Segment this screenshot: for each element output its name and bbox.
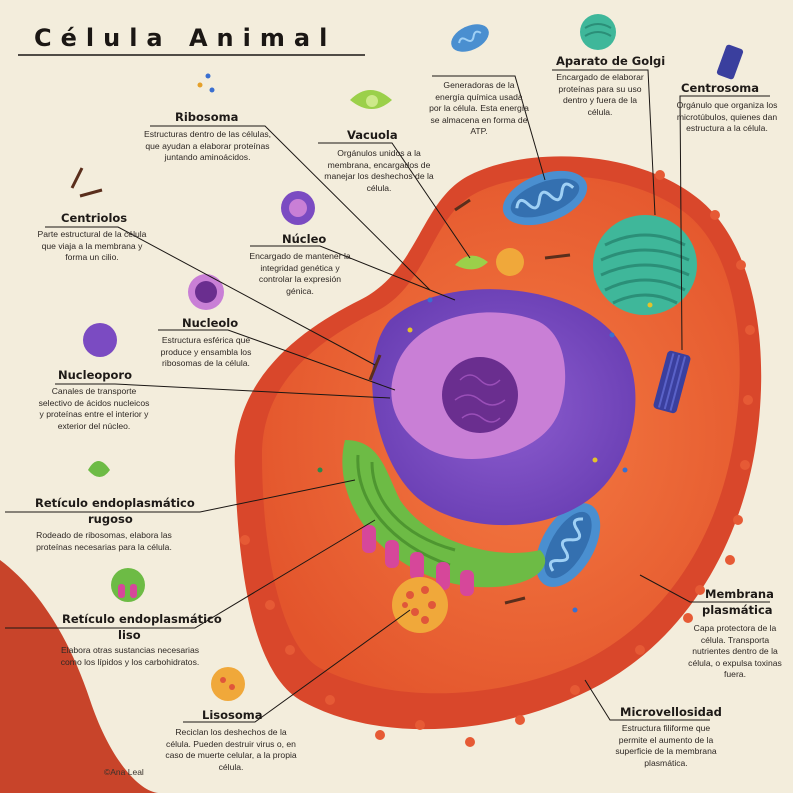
golgi-icon: [580, 14, 616, 50]
nucleolus-icon: [188, 274, 224, 310]
desc-nucleolo: Estructura esférica que produce y ensamb…: [160, 335, 252, 369]
ribosome-dots: [317, 297, 653, 613]
desc-microvellosidad: Estructura filiforme que permite el aume…: [615, 723, 717, 768]
label-membrana-1: Membrana: [705, 587, 774, 601]
desc-centriolos: Parte estructural de la célula que viaja…: [37, 229, 147, 263]
background-blob: [0, 560, 160, 793]
label-vacuola: Vacuola: [347, 128, 398, 142]
centriole-rods: [368, 198, 571, 605]
mitochondrion-top: [502, 170, 588, 226]
desc-membrana: Capa protectora de la célula. Transporta…: [688, 623, 782, 680]
label-membrana-2: plasmática: [702, 603, 773, 617]
label-re-liso-2: liso: [118, 628, 141, 642]
label-ribosoma: Ribosoma: [175, 110, 239, 124]
desc-nucleoporo: Canales de transporte selectivo de ácido…: [38, 386, 150, 431]
label-centrosoma: Centrosoma: [681, 81, 759, 95]
label-microvellosidad: Microvellosidad: [620, 705, 722, 719]
small-vesicle: [496, 248, 524, 276]
desc-golgi: Encargado de elaborar proteínas para su …: [556, 72, 644, 117]
desc-lisosoma: Reciclan los deshechos de la célula. Pue…: [165, 727, 297, 772]
desc-vacuola: Orgánulos unidos a la membrana, encargad…: [324, 148, 434, 193]
desc-centrosoma: Orgánulo que organiza los microtúbulos, …: [676, 100, 778, 134]
microvilli: [240, 170, 755, 747]
desc-ribosoma: Estructuras dentro de las células, que a…: [143, 129, 272, 163]
smooth-er: [362, 525, 474, 596]
mitochondria-icon: [451, 24, 489, 52]
label-re-liso-1: Retículo endoplasmático: [62, 612, 222, 626]
page-title: Célula Animal: [34, 24, 337, 52]
desc-mitocondria: Generadoras de la energía química usada …: [429, 80, 529, 137]
centrosome-icon: [716, 44, 744, 80]
rough-er-icon: [88, 461, 110, 477]
ribosome-icon: [197, 73, 215, 93]
label-lisosoma: Lisosoma: [202, 708, 263, 722]
centrosome: [653, 350, 691, 414]
credit: ©Ana Leal: [104, 767, 144, 777]
leader-lines: [5, 69, 770, 723]
nucleus-icon: [281, 191, 315, 225]
nucleolus: [442, 357, 518, 433]
desc-nucleo: Encargado de mantener la integridad gené…: [249, 251, 351, 296]
lysosome-main: [392, 577, 448, 633]
nucleus: [372, 289, 636, 526]
label-re-rugoso-2: rugoso: [88, 512, 133, 526]
label-re-rugoso-1: Retículo endoplasmático: [35, 496, 195, 510]
label-nucleolo: Nucleolo: [182, 316, 239, 330]
label-golgi: Aparato de Golgi: [556, 54, 666, 68]
vacuole-icon: [350, 90, 392, 109]
mitochondrion-bottom: [535, 503, 601, 587]
endoplasmic-reticulum: [342, 440, 546, 596]
lysosome-icon: [211, 667, 245, 701]
vacuole-small: [455, 255, 488, 270]
label-nucleo: Núcleo: [282, 232, 327, 246]
nucleopore-icon: [83, 323, 117, 357]
desc-re-rugoso: Rodeado de ribosomas, elabora las proteí…: [36, 530, 172, 552]
desc-re-liso: Elabora otras sustancias necesarias como…: [60, 645, 200, 667]
centrioles-icon: [70, 167, 103, 198]
label-centriolos: Centriolos: [61, 211, 128, 225]
golgi-apparatus: [593, 215, 697, 315]
smooth-er-icon: [111, 568, 145, 602]
label-nucleoporo: Nucleoporo: [58, 368, 132, 382]
